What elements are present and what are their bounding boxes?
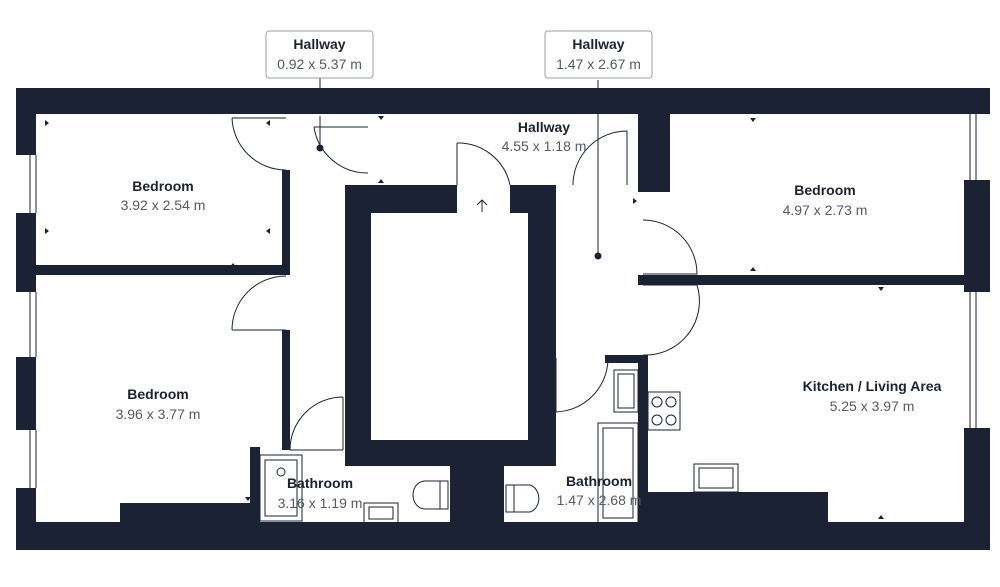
wall-bedroom3-left-upper [638,114,670,192]
wall-core-bottom [345,440,556,466]
kitchen-sink [693,463,739,493]
callout-dims: 0.92 x 5.37 m [277,56,362,72]
toilet-bath2 [505,484,540,513]
room-dims: 3.16 x 1.19 m [278,495,363,511]
callout-hallway-right: Hallway 1.47 x 2.67 m [544,30,653,79]
wall-bedroom2-right [282,330,290,450]
wall-top [16,88,990,114]
door-kitchen [642,284,700,356]
doorway-kitchen [638,285,648,355]
room-dims: 3.92 x 2.54 m [121,197,206,213]
room-title: Bedroom [132,178,193,194]
callout-hallway-left: Hallway 0.92 x 5.37 m [265,30,374,79]
hall-marker-right [594,252,602,260]
hall-lines [319,80,599,256]
room-title: Hallway [518,119,570,135]
wall-core-right [528,185,556,465]
room-dims: 3.96 x 3.77 m [116,406,201,422]
room-title: Bedroom [127,386,188,402]
door-hall-top [313,126,369,174]
wall-bedroom1-bottom [36,265,286,275]
doorway-bedroom3 [638,192,670,200]
room-title: Bathroom [566,473,632,489]
room-label-bedroom-2: Bedroom 4.97 x 2.73 m [783,182,868,218]
door-bathroom2 [555,358,609,413]
door-right-hall-top [572,130,628,186]
doors [231,117,700,451]
room-title: Bedroom [794,182,855,198]
hob [647,391,681,431]
window-right-1 [964,114,990,180]
wall-bath1-left [250,447,260,525]
door-bathroom1 [289,396,344,451]
wall-kitchen-bottom-left [648,492,828,524]
door-core [456,142,511,186]
room-label-bathroom-1: Bathroom 3.16 x 1.19 m [278,475,363,511]
wall-bottom [16,522,990,550]
dim-ticks [45,116,884,519]
wall-bedroom-hall-vertical [282,170,290,275]
room-dims: 4.55 x 1.18 m [502,138,587,154]
wall-bath2-right [638,355,648,525]
room-dims: 4.97 x 2.73 m [783,202,868,218]
callout-title: Hallway [293,36,345,52]
wall-bath2-top [605,355,648,363]
room-label-hallway: Hallway 4.55 x 1.18 m [502,119,587,154]
shower-tray [259,454,303,522]
shower-bath2 [597,422,639,524]
wall-bedroom3-bottom [638,275,964,285]
room-dims: 5.25 x 3.97 m [830,398,915,414]
room-label-kitchen: Kitchen / Living Area 5.25 x 3.97 m [803,378,942,414]
room-dims: 1.47 x 2.68 m [557,492,642,508]
window-lines [29,114,977,488]
room-title: Kitchen / Living Area [803,378,942,394]
walls [16,88,990,550]
sink-bath1 [363,502,399,524]
callout-dims: 1.47 x 2.67 m [556,56,641,72]
room-label-bathroom-2: Bathroom 1.47 x 2.68 m [557,473,642,508]
wall-core-left [345,185,371,465]
wall-bath-divider [450,466,504,526]
window-right-2 [964,292,990,428]
toilet-bath1 [412,480,449,510]
shower-drain [276,467,286,477]
hall-marker-left [316,144,324,152]
door-bedroom2 [231,275,287,331]
room-label-bedroom-1: Bedroom 3.92 x 2.54 m [121,178,206,213]
fridge [613,369,639,413]
door-bedroom3 [642,219,698,275]
wall-bedroom2-bottom [120,503,260,525]
door-bedroom1 [231,117,287,171]
room-label-bedroom-3: Bedroom 3.96 x 3.77 m [116,386,201,422]
room-title: Bathroom [287,475,353,491]
fixtures [259,369,739,524]
callout-title: Hallway [572,36,624,52]
